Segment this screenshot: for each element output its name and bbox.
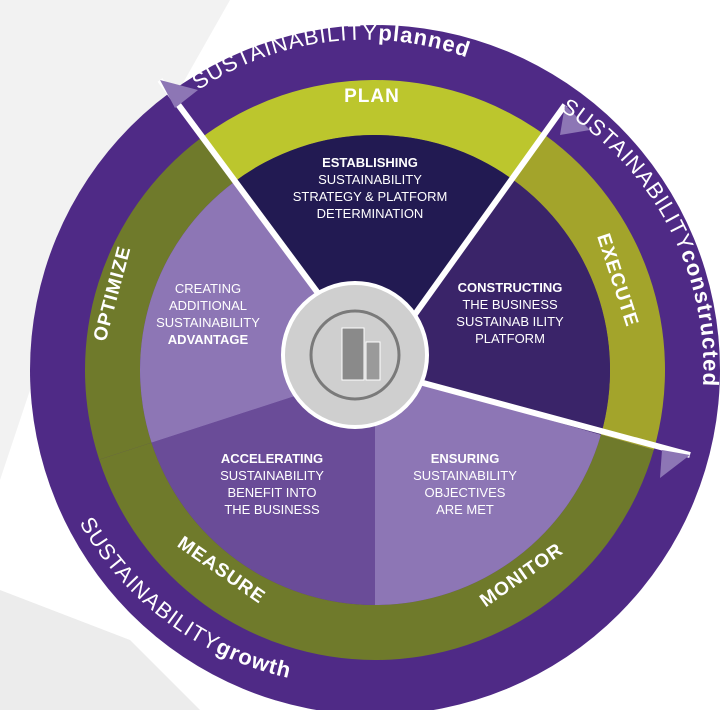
background-shape — [0, 590, 200, 710]
establishing-line-1: SUSTAINABILITY — [318, 172, 422, 187]
ring-sector-optimize — [84, 138, 234, 460]
background-shape-left — [0, 0, 230, 480]
core-text-establishing: ESTABLISHING SUSTAINABILITY STRATEGY & P… — [293, 155, 448, 221]
gear-building-icon — [309, 309, 401, 401]
creating-title: ADVANTAGE — [168, 332, 249, 347]
accelerating-line-2: BENEFIT INTO — [227, 485, 316, 500]
arrow-head-left — [160, 80, 198, 108]
constructing-line-2: SUSTAINAB ILITY — [456, 314, 564, 329]
ensuring-line-2: OBJECTIVES — [425, 485, 506, 500]
constructing-title: CONSTRUCTING — [458, 280, 563, 295]
establishing-title: ESTABLISHING — [322, 155, 418, 170]
core-text-creating: CREATING ADDITIONAL SUSTAINABILITY ADVAN… — [156, 281, 260, 347]
arrow-head-right-bottom — [660, 450, 690, 478]
ensuring-title: ENSURING — [431, 451, 500, 466]
establishing-line-3: DETERMINATION — [317, 206, 424, 221]
ring-sector-measure — [99, 442, 376, 660]
ensuring-line-3: ARE MET — [436, 502, 494, 517]
creating-line-3: SUSTAINABILITY — [156, 315, 260, 330]
arrow-head-right-top — [560, 105, 590, 135]
accelerating-title: ACCELERATING — [221, 451, 323, 466]
core-text-accelerating: ACCELERATING SUSTAINABILITY BENEFIT INTO… — [220, 451, 324, 517]
phase-ring — [84, 80, 665, 660]
accelerating-line-1: SUSTAINABILITY — [220, 468, 324, 483]
core-sector-establishing — [233, 135, 514, 370]
constructing-line-3: PLATFORM — [475, 331, 545, 346]
accelerating-line-3: THE BUSINESS — [224, 502, 320, 517]
core-sector-ensuring — [375, 370, 601, 605]
core-sector-accelerating — [151, 370, 375, 605]
ensuring-line-1: SUSTAINABILITY — [413, 468, 517, 483]
core-sector-constructing — [375, 179, 610, 435]
creating-line-2: ADDITIONAL — [169, 298, 247, 313]
constructing-line-1: THE BUSINESS — [462, 297, 558, 312]
establishing-line-2: STRATEGY & PLATFORM — [293, 189, 448, 204]
ring-sector-plan — [200, 80, 546, 183]
core-text-constructing: CONSTRUCTING THE BUSINESS SUSTAINAB ILIT… — [456, 280, 564, 346]
ring-sector-execute — [513, 135, 665, 450]
core-text-ensuring: ENSURING SUSTAINABILITY OBJECTIVES ARE M… — [413, 451, 517, 517]
ring-sector-monitor — [375, 434, 654, 660]
creating-line-1: CREATING — [175, 281, 241, 296]
phase-label-plan: PLAN — [344, 86, 400, 107]
